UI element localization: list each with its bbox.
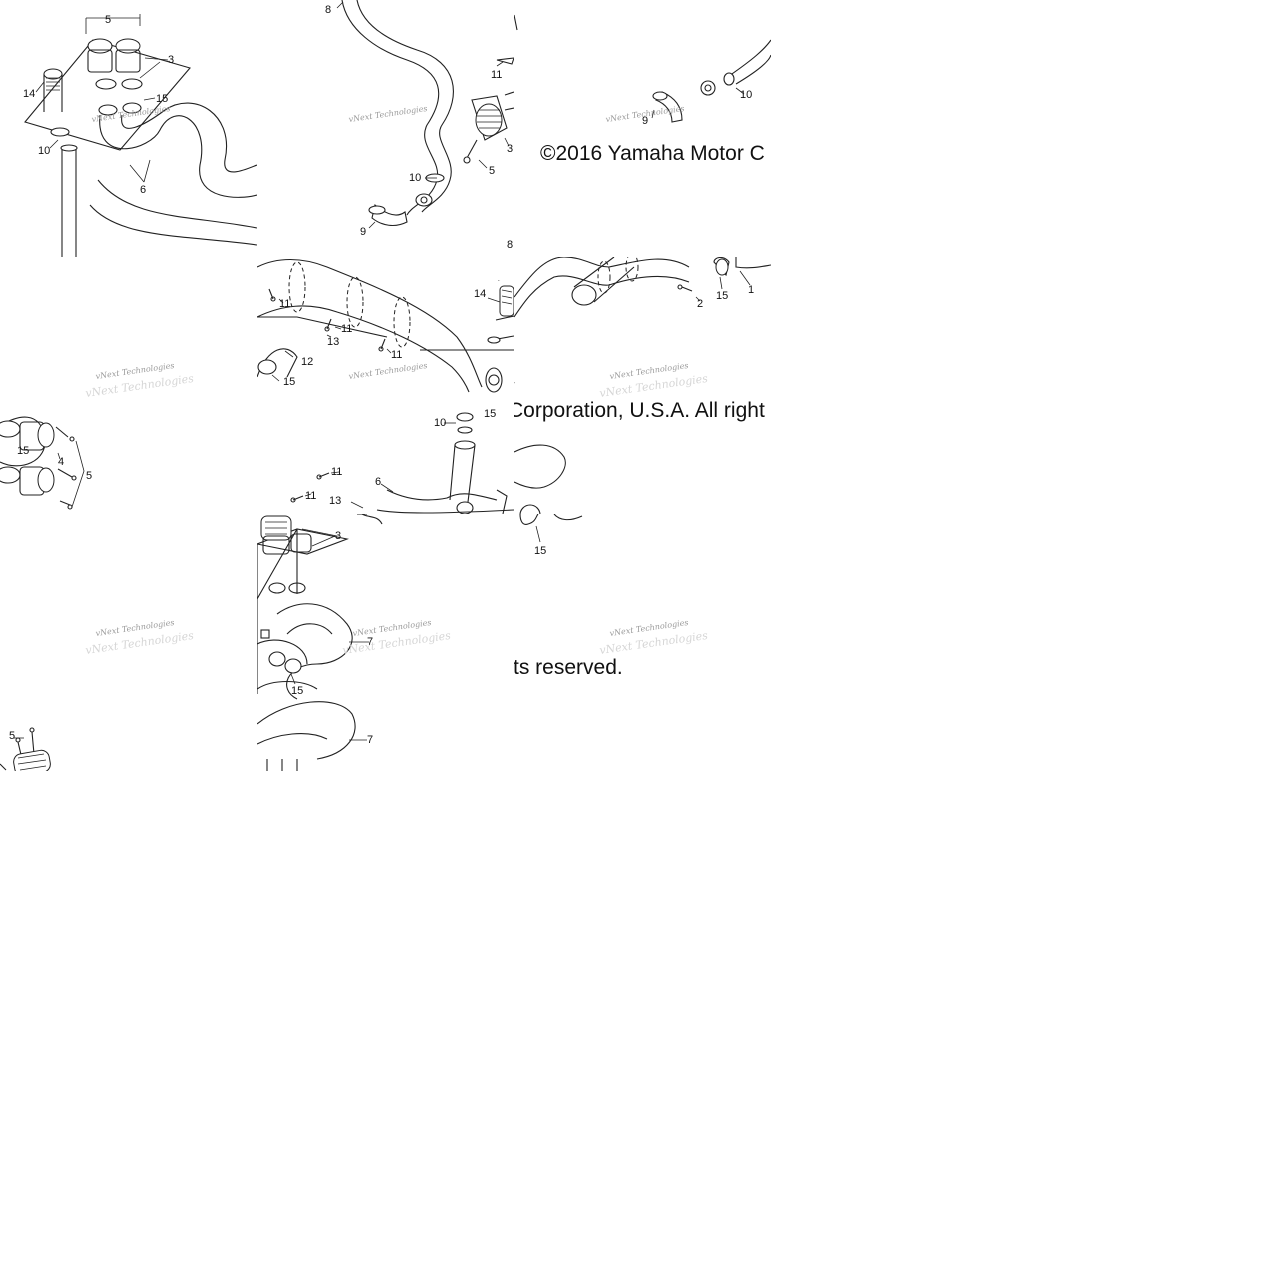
- callout-label: 12: [301, 356, 313, 368]
- diagram-tile-d3: 11 11 13 6: [257, 460, 514, 514]
- callout-label: 8: [325, 4, 331, 16]
- watermark: vNext Technologies: [91, 104, 171, 124]
- callout-label: 2: [697, 298, 703, 310]
- diagram-tile-a: 5 3 14 15 10 6 vNext Technologies: [0, 0, 257, 257]
- callout-label: 4: [58, 456, 64, 468]
- watermark: vNext Technologies: [348, 104, 428, 124]
- diagram-tile-d2: 14 15 10: [420, 280, 514, 510]
- callout-label: 10: [38, 145, 50, 157]
- callout-label: 15: [283, 376, 295, 388]
- callout-label: 6: [375, 476, 381, 488]
- copyright-line-2: Corporation, U.S.A. All right: [514, 399, 765, 422]
- diagram-tile-h: 3 15 7 7 vNext Technologies vNext Techno…: [257, 514, 514, 771]
- callout-label: 11: [341, 323, 352, 335]
- watermark: vNext Technologies: [348, 361, 428, 381]
- callout-label: 1: [748, 284, 754, 296]
- copyright-line-1: ©2016 Yamaha Motor C: [540, 142, 765, 165]
- diagram-tile-f: 2 15 1 vNext Technologies vNext Technolo…: [514, 257, 771, 514]
- callout-label: 11: [491, 69, 502, 81]
- callout-label: 8: [507, 239, 513, 251]
- callout-label: 13: [329, 495, 341, 507]
- callout-label: 7: [367, 636, 373, 648]
- callout-label: 3: [335, 530, 341, 542]
- callout-label: 5: [86, 470, 92, 482]
- callout-label: 9: [360, 226, 366, 238]
- diagram-tile-e: 15 4 5 vNext Technologies vNext Technolo…: [0, 257, 257, 514]
- callout-label: 10: [740, 89, 752, 101]
- diagram-tile-b: 8 11 3 5 10 9 vNext Technologies: [257, 0, 514, 257]
- diagram-tile-d: 11 11 13 11 12 15 vNext Technologies: [257, 257, 514, 514]
- callout-label: 3: [507, 143, 513, 155]
- callout-label: 11: [305, 490, 316, 502]
- callout-label: 10: [409, 172, 421, 184]
- callout-label: 9: [642, 115, 648, 127]
- callout-label: 11: [279, 298, 290, 310]
- callout-label: 14: [23, 88, 35, 100]
- callout-label: 14: [474, 288, 486, 300]
- callout-label: 7: [367, 734, 373, 746]
- callout-label: 15: [156, 93, 168, 105]
- callout-label: 6: [140, 184, 146, 196]
- callout-label: 15: [716, 290, 728, 302]
- diagram-tile-j: 5 vNext Technologies vNext Technologies: [0, 514, 257, 771]
- callout-label: 10: [434, 417, 446, 429]
- callout-label: 11: [391, 349, 402, 361]
- callout-label: 15: [291, 685, 303, 697]
- diagram-tile-i: 15 vNext Technologies vNext Technologies…: [514, 514, 771, 771]
- callout-label: 11: [331, 466, 342, 478]
- callout-label: 13: [327, 336, 339, 348]
- diagram-tile-e2: 8: [471, 235, 514, 257]
- callout-label: 5: [9, 730, 15, 742]
- callout-label: 5: [489, 165, 495, 177]
- copyright-line-3: ts reserved.: [514, 656, 623, 679]
- callout-label: 5: [105, 14, 111, 26]
- diagram-tile-c: 9 10 vNext Technologies ©2016 Yamaha Mot…: [514, 0, 771, 257]
- callout-label: 15: [484, 408, 496, 420]
- callout-label: 15: [534, 545, 546, 557]
- callout-label: 3: [168, 54, 174, 66]
- callout-label: 15: [17, 445, 29, 457]
